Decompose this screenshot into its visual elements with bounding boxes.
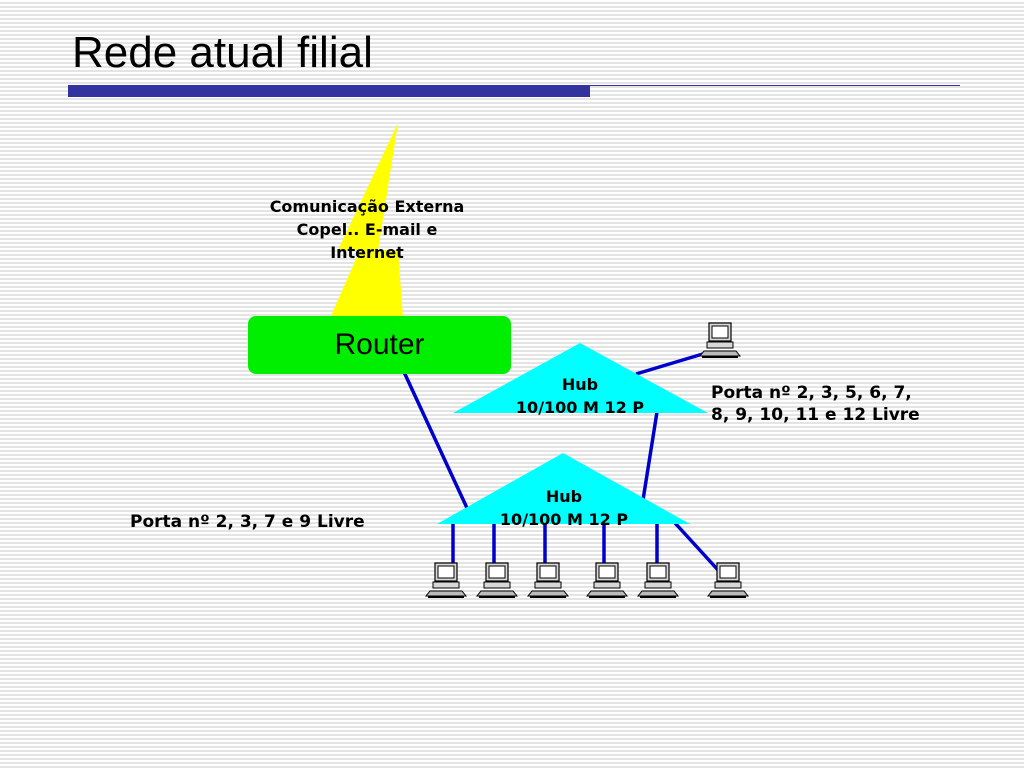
link-hub-top-hub-bottom	[641, 411, 659, 501]
computer-icon	[637, 562, 679, 599]
computer-icon	[699, 322, 741, 359]
hub-top-label-line-2: 10/100 M 12 P	[515, 398, 645, 417]
router-label: Router	[334, 328, 425, 361]
hub-bottom-label: Hub 10/100 M 12 P	[464, 485, 664, 531]
hub-top-shape	[453, 343, 708, 413]
computer-icon	[586, 562, 628, 599]
hub-top-label-line-1: Hub	[561, 375, 599, 394]
external-communication-label: Comunicação Externa Copel.. E-mail e Int…	[236, 195, 498, 264]
hub-bottom-free-ports-label: Porta nº 2, 3, 7 e 9 Livre	[130, 512, 365, 532]
hub-top-ports-line-1: Porta nº 2, 3, 5, 6, 7,	[711, 383, 912, 403]
slide-title: Rede atual filial	[72, 28, 373, 77]
hub-top-ports-line-2: 8, 9, 10, 11 e 12 Livre	[711, 405, 920, 425]
hub-bottom-shape	[437, 453, 690, 524]
link-router-hub-bottom	[402, 371, 469, 509]
title-underline-rule	[590, 85, 960, 86]
external-label-line-2: Copel.. E-mail e	[296, 220, 438, 239]
title-underline-bar	[68, 85, 590, 97]
computer-icon	[707, 562, 749, 599]
computer-icon	[425, 562, 467, 599]
hub-top-free-ports-label: Porta nº 2, 3, 5, 6, 7, 8, 9, 10, 11 e 1…	[711, 382, 1001, 426]
network-links	[402, 351, 720, 572]
external-label-line-1: Comunicação Externa	[269, 197, 465, 216]
computer-icon	[476, 562, 518, 599]
computer-icon	[527, 562, 569, 599]
router-node: Router	[248, 316, 511, 374]
link-hub-bottom-pc-6	[673, 521, 720, 572]
lightning-bolt-icon	[330, 123, 403, 318]
link-hub-top-pc	[635, 351, 707, 376]
external-label-line-3: Internet	[330, 243, 404, 262]
hub-top-label: Hub 10/100 M 12 P	[480, 373, 680, 419]
hub-bottom-label-line-2: 10/100 M 12 P	[499, 510, 629, 529]
hub-bottom-label-line-1: Hub	[545, 487, 583, 506]
